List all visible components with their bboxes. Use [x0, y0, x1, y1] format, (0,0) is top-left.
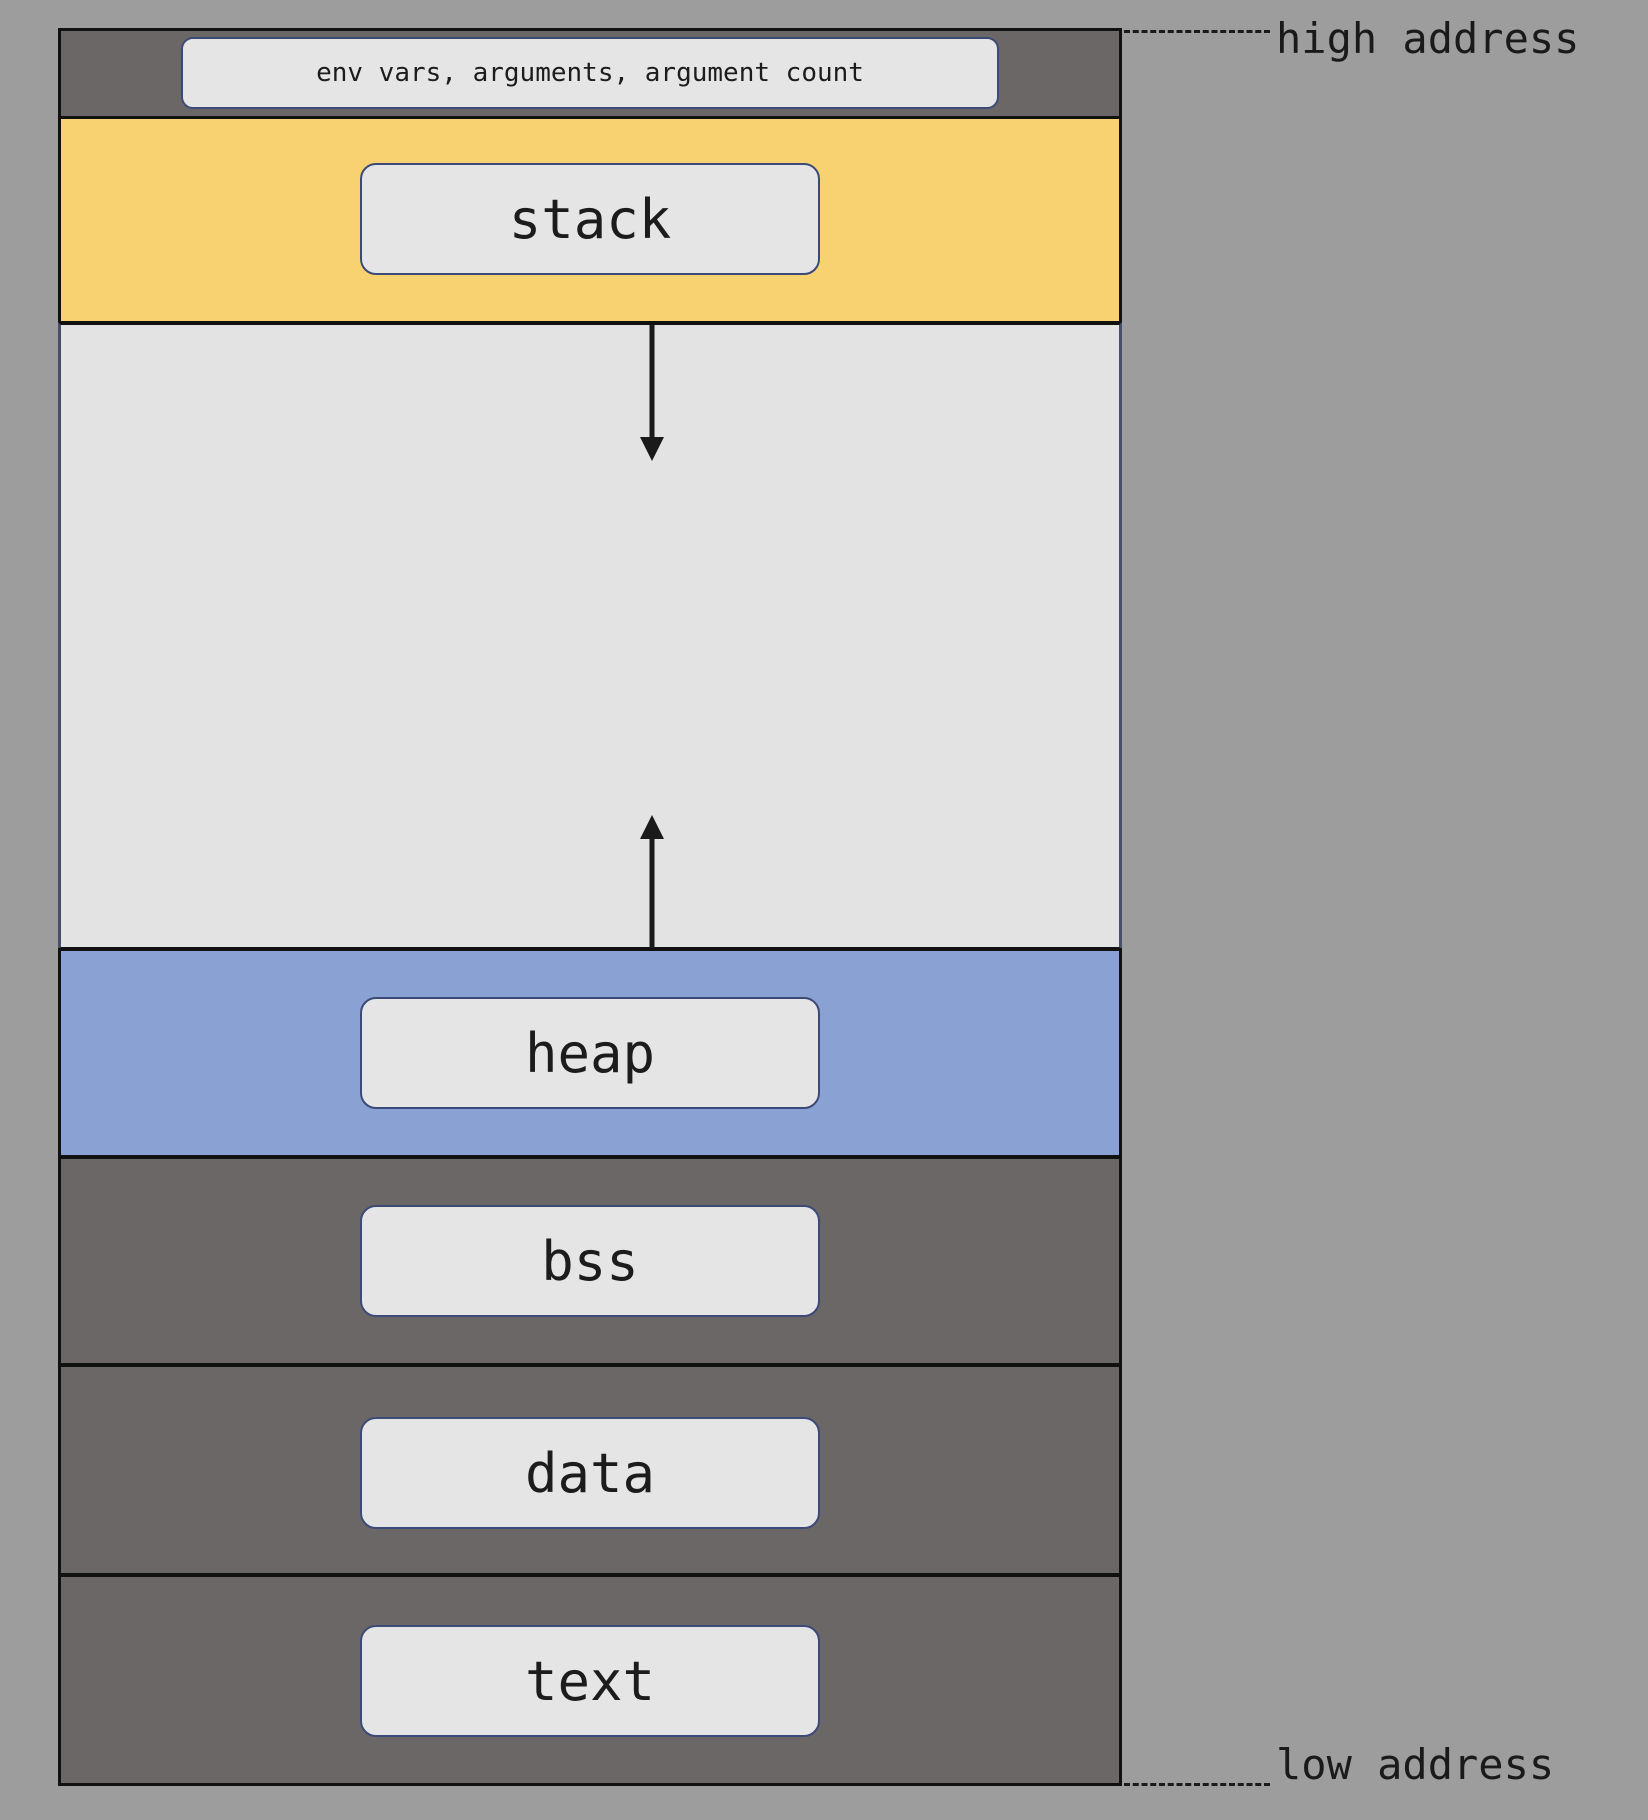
text-label: text — [360, 1625, 820, 1737]
heap-segment: heap — [58, 948, 1122, 1158]
stack-label: stack — [360, 163, 820, 275]
heap-label: heap — [360, 997, 820, 1109]
bss-label: bss — [360, 1205, 820, 1317]
heap-growth-up-arrow-icon — [640, 815, 664, 951]
high-address-leader-line — [1124, 30, 1270, 33]
low-address-label: low address — [1276, 1740, 1555, 1789]
stack-segment: stack — [58, 116, 1122, 324]
low-address-leader-line — [1124, 1783, 1270, 1786]
data-label: data — [360, 1417, 820, 1529]
data-segment: data — [58, 1364, 1122, 1576]
high-address-label: high address — [1276, 14, 1580, 63]
env-args-label: env vars, arguments, argument count — [181, 37, 999, 109]
text-segment: text — [58, 1574, 1122, 1786]
bss-segment: bss — [58, 1156, 1122, 1366]
stack-growth-down-arrow-icon — [640, 325, 664, 461]
free-space-segment — [58, 322, 1122, 951]
env-args-segment: env vars, arguments, argument count — [58, 28, 1122, 118]
